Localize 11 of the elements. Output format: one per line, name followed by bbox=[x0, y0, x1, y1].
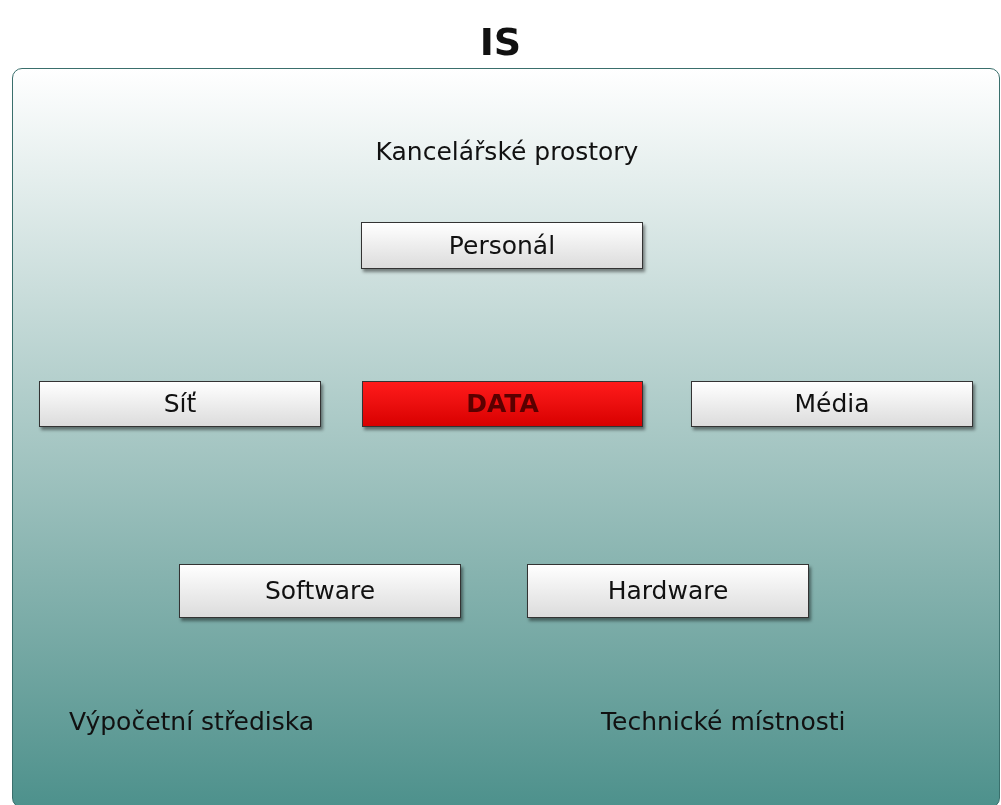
highlighted-box: DATA bbox=[362, 381, 643, 427]
component-box: Software bbox=[179, 564, 461, 618]
panel-background bbox=[12, 68, 1000, 805]
area-label: Kancelářské prostory bbox=[374, 136, 640, 168]
area-label: Technické místnosti bbox=[601, 706, 846, 738]
component-box: Síť bbox=[39, 381, 321, 427]
area-label: Výpočetní střediska bbox=[69, 706, 315, 738]
component-box: Personál bbox=[361, 222, 643, 269]
component-box: Hardware bbox=[527, 564, 809, 618]
component-box: Média bbox=[691, 381, 973, 427]
title: IS bbox=[478, 19, 523, 66]
